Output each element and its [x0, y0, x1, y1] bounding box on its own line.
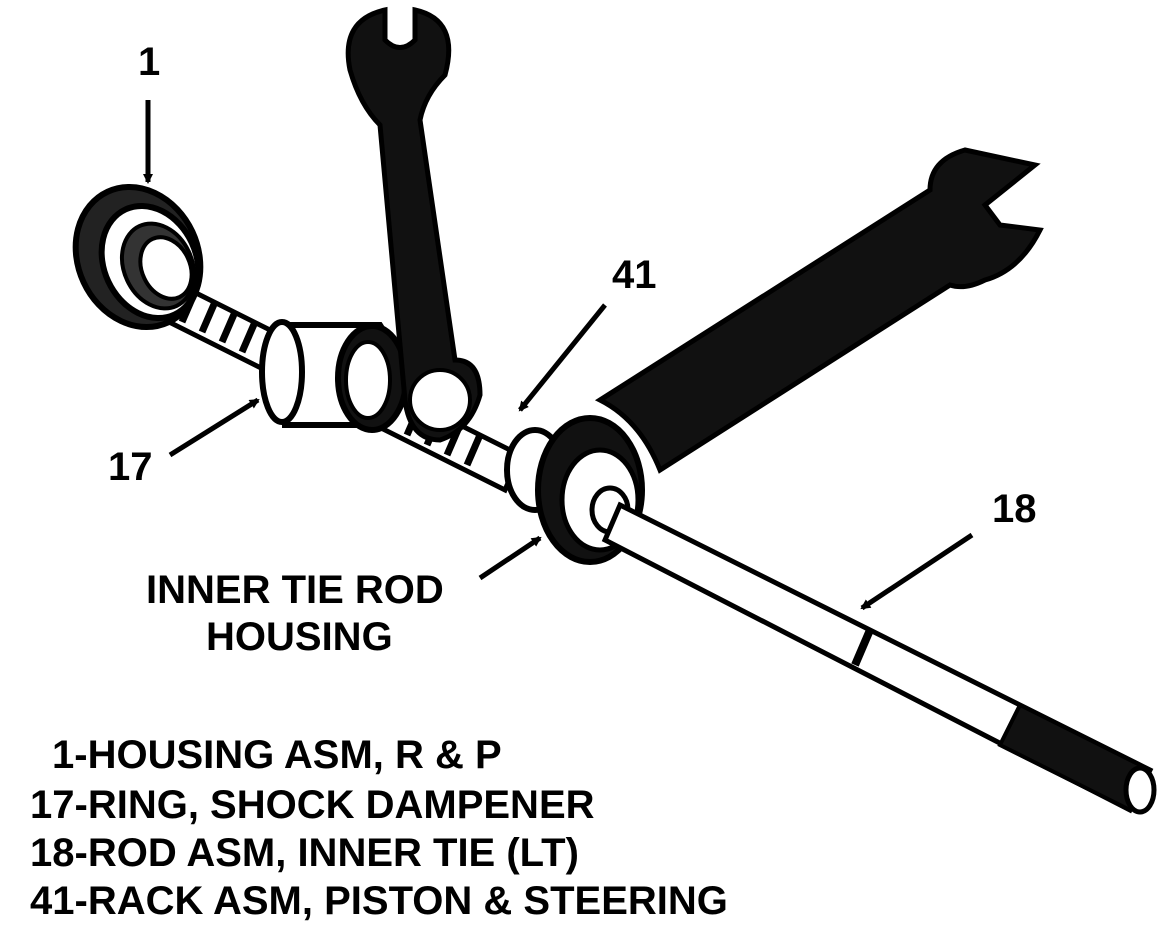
callout-17: 17 — [108, 445, 153, 489]
arrow-17 — [168, 397, 260, 458]
housing-label-line2: HOUSING — [206, 615, 393, 659]
legend: 1-HOUSING ASM, R & P 17-RING, SHOCK DAMP… — [30, 733, 728, 923]
legend-item-18: 18-ROD ASM, INNER TIE (LT) — [30, 831, 579, 875]
housing-assembly — [72, 183, 204, 331]
legend-item-41: 41-RACK ASM, PISTON & STEERING — [30, 879, 728, 923]
wrench-upper — [345, 6, 483, 443]
leader-arrows — [143, 100, 974, 611]
arrow-18 — [860, 532, 974, 611]
callout-18: 18 — [992, 487, 1037, 531]
legend-item-17: 17-RING, SHOCK DAMPENER — [30, 783, 595, 827]
callout-41: 41 — [612, 253, 657, 297]
shock-dampener-ring — [259, 319, 409, 433]
arrow-housing — [478, 535, 542, 581]
callout-1: 1 — [138, 40, 160, 84]
housing-label-line1: INNER TIE ROD — [146, 568, 444, 612]
wrench-lower — [594, 147, 1044, 474]
legend-item-1: 1-HOUSING ASM, R & P — [52, 733, 502, 777]
arrow-41 — [518, 303, 607, 412]
inner-tie-rod — [601, 501, 1157, 815]
